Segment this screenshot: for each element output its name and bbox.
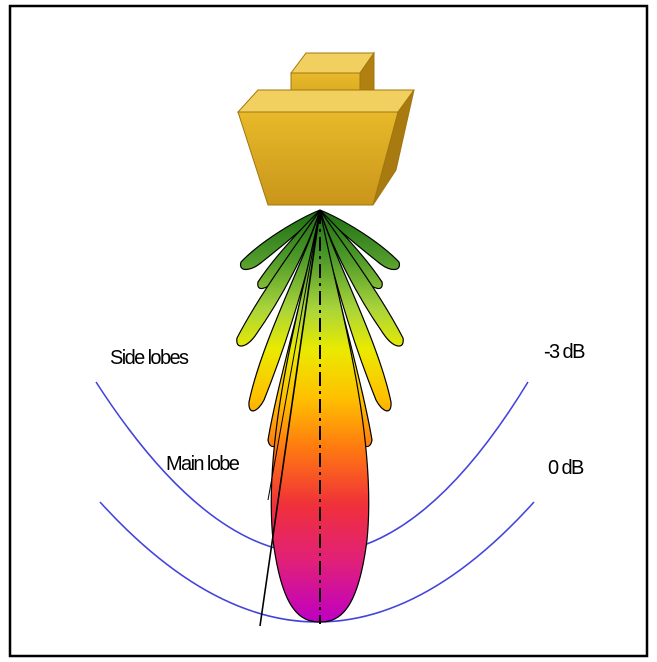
main-lobe-pointer	[259, 209, 321, 627]
transducer	[236, 51, 415, 206]
side-lobe-long-right	[319, 209, 392, 412]
lobes	[236, 209, 404, 623]
main-lobe-label: Main lobe	[166, 453, 240, 475]
side-lobes-label: Side lobes	[110, 347, 189, 369]
zero-db-label: 0 dB	[548, 457, 584, 479]
side-lobe-upper-left-1	[239, 209, 321, 271]
side-lobe-upper-right-1	[319, 209, 401, 271]
side-lobe-mid-left	[236, 209, 321, 347]
minus-3db-label: -3 dB	[544, 341, 585, 363]
side-lobe-mid-right	[319, 209, 404, 347]
side-lobe-pointer	[267, 209, 321, 501]
side-lobe-long-left	[248, 209, 321, 412]
